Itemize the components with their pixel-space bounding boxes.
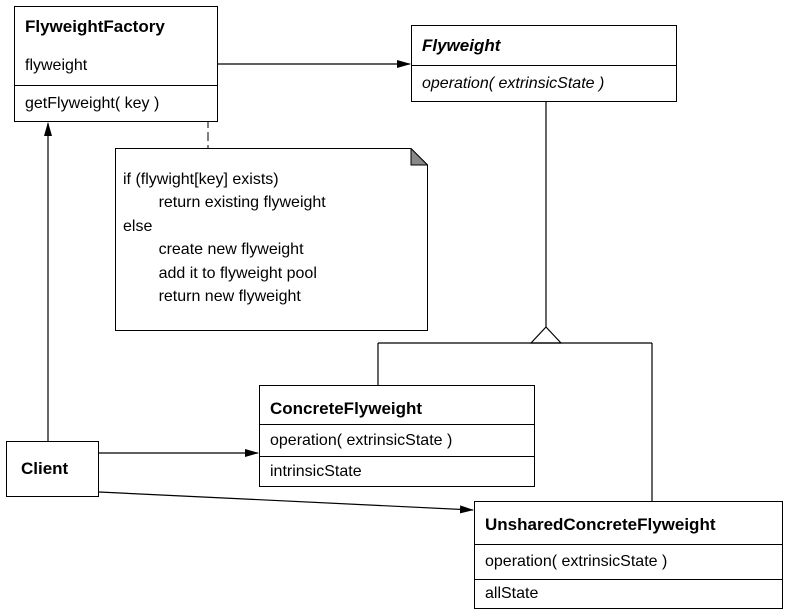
- attr-intrinsic-state: intrinsicState: [260, 456, 534, 486]
- note-code: if (flywight[key] exists) return existin…: [123, 171, 326, 306]
- implementation-note: if (flywight[key] exists) return existin…: [115, 148, 428, 331]
- attr-flyweight: flyweight: [25, 57, 88, 74]
- class-name: FlyweightFactory: [25, 17, 165, 36]
- class-name: ConcreteFlyweight: [270, 399, 423, 418]
- op-get-flyweight: getFlyweight( key ): [15, 85, 217, 121]
- association-client-unshared: [98, 491, 474, 514]
- class-flyweight[interactable]: Flyweight operation( extrinsicState ): [411, 25, 677, 102]
- op-operation: operation( extrinsicState ): [260, 424, 534, 456]
- attr-all-state: allState: [475, 579, 782, 608]
- op-operation: operation( extrinsicState ): [412, 65, 676, 101]
- class-unshared-concrete-flyweight[interactable]: UnsharedConcreteFlyweight operation( ext…: [474, 501, 783, 609]
- inheritance-tree: [377, 102, 653, 501]
- class-name: Flyweight: [422, 35, 501, 55]
- class-concrete-flyweight[interactable]: ConcreteFlyweight operation( extrinsicSt…: [259, 385, 535, 487]
- class-name: UnsharedConcreteFlyweight: [485, 515, 716, 534]
- class-client[interactable]: Client: [6, 441, 99, 497]
- class-flyweight-factory[interactable]: FlyweightFactory flyweight getFlyweight(…: [14, 6, 218, 122]
- class-name: Client: [21, 459, 69, 478]
- op-operation: operation( extrinsicState ): [475, 544, 782, 579]
- note-frame: [115, 148, 428, 331]
